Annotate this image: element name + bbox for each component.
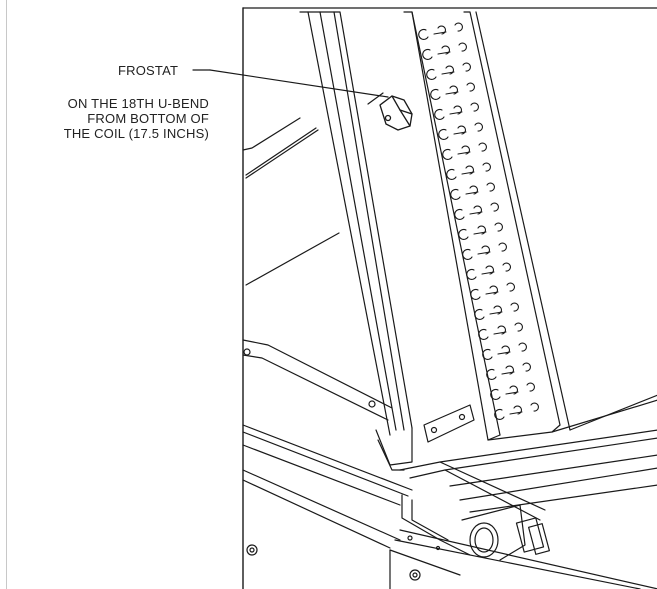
left-border-line — [6, 0, 7, 589]
frostat-location-note: ON THE 18TH U-BEND FROM BOTTOM OF THE CO… — [63, 96, 209, 141]
slanted-support-frame — [299, 11, 413, 471]
lower-cabinet — [389, 549, 461, 589]
view-frame — [242, 7, 657, 589]
drain-fitting — [461, 504, 550, 561]
coil-mounting-bracket — [423, 404, 475, 443]
coil-slab — [403, 11, 657, 441]
frostat-callout-label: FROSTAT — [118, 63, 179, 78]
cabinet-panel — [242, 117, 413, 506]
frostat-leader-line — [192, 69, 389, 105]
frostat-sensor — [379, 95, 413, 131]
coil-u-bends — [418, 22, 539, 420]
drain-pan-base — [242, 429, 657, 589]
